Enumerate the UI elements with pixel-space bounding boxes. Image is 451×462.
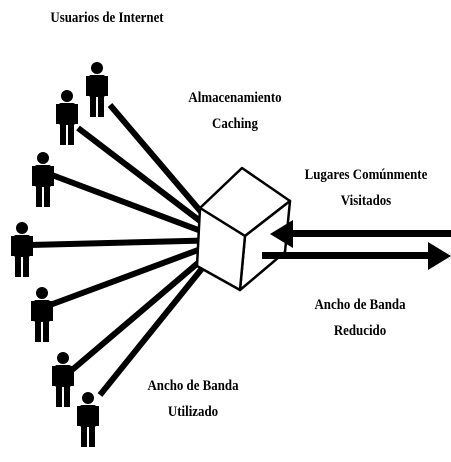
person-icon [32,152,54,207]
sites-label: Lugares Comúnmente Visitados [294,165,438,211]
outgoing-arrow-shaft [262,252,432,259]
connection-line [48,237,227,308]
sites-label-line1: Lugares Comúnmente [304,167,428,183]
storage-label-line2: Caching [212,116,258,132]
person-icon [52,352,74,407]
user-connection-lines [29,103,228,397]
reduced-bandwidth-line1: Ancho de Banda [314,297,406,313]
users-label-text: Usuarios de Internet [50,10,164,26]
storage-label-line1: Almacenamiento [188,90,282,106]
person-icon [31,287,53,342]
users-group [11,62,108,447]
storage-label: Almacenamiento Caching [171,88,300,134]
used-bandwidth-line1: Ancho de Banda [147,378,239,394]
outgoing-arrow-head [428,242,451,270]
person-icon [11,222,33,277]
reduced-bandwidth-line2: Reducido [333,323,387,339]
connection-line [50,172,227,243]
reduced-bandwidth-label: Ancho de Banda Reducido [296,295,425,341]
incoming-arrow-shaft [290,230,451,237]
person-icon [86,62,108,117]
used-bandwidth-line2: Utilizado [167,404,219,420]
incoming-arrow-head [270,220,293,248]
cube-icon [195,166,292,292]
site-arrows [262,220,451,270]
connection-line [29,237,226,248]
person-icon [77,392,99,447]
used-bandwidth-label: Ancho de Banda Utilizado [129,376,258,422]
person-icon [56,90,78,145]
users-label: Usuarios de Internet [25,8,188,28]
sites-label-line2: Visitados [340,193,392,209]
